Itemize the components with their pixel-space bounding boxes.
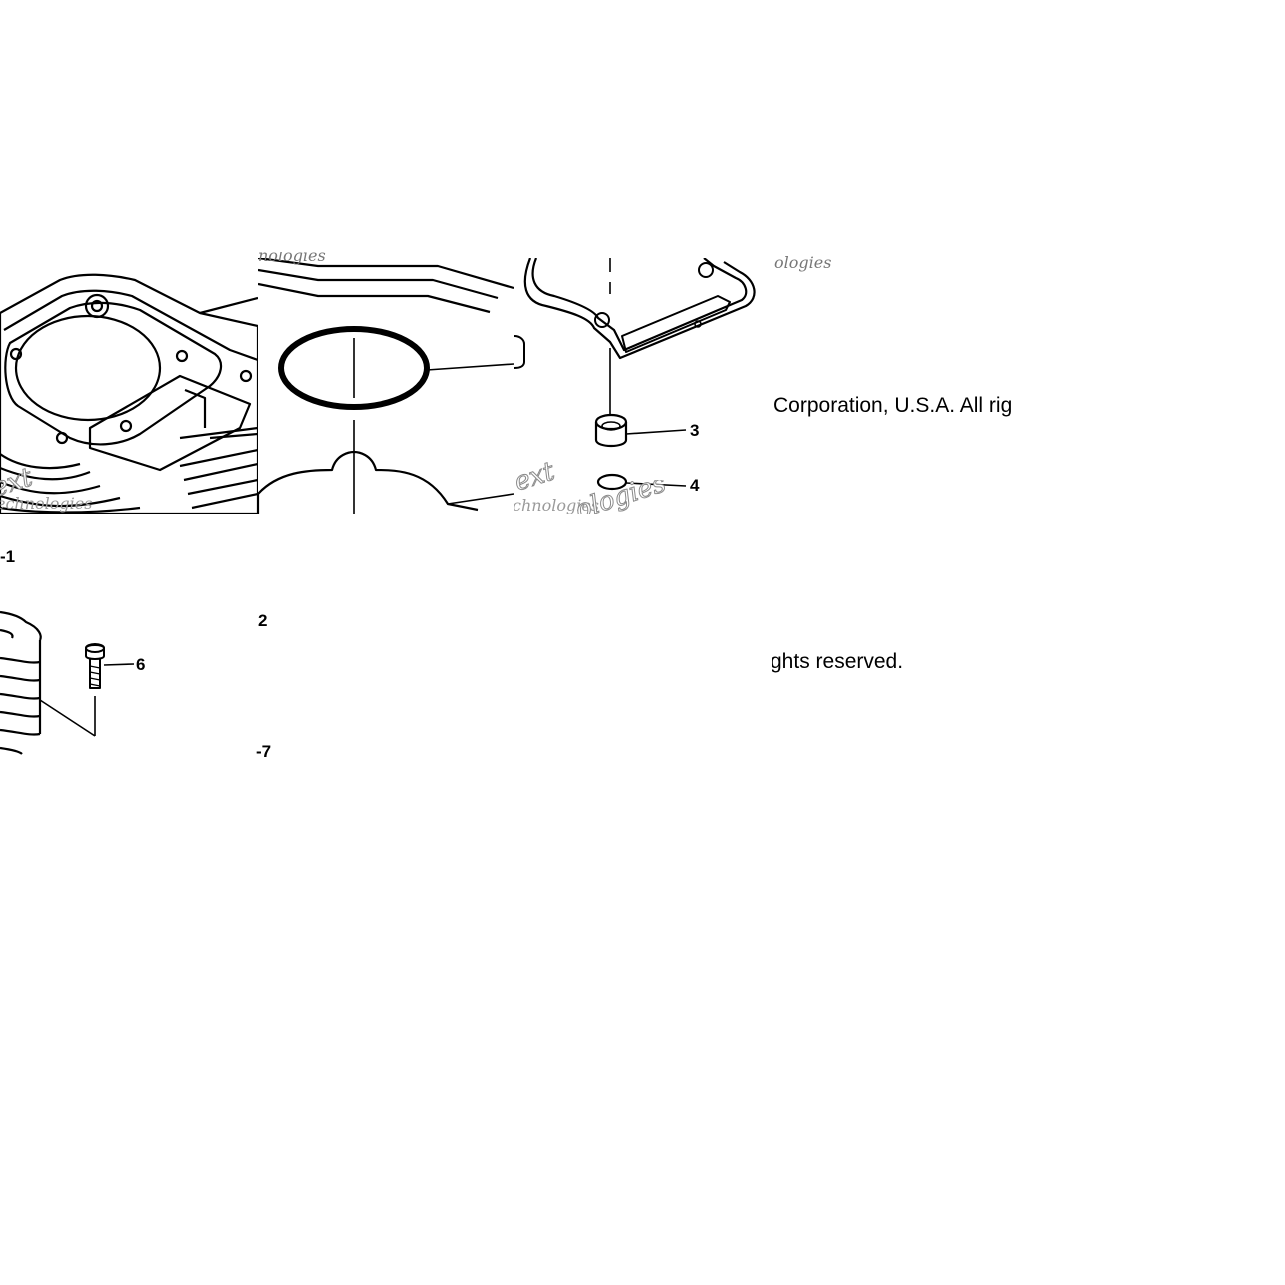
cylinder-drawing: [0, 273, 258, 514]
callout-7: -7: [256, 742, 272, 761]
callout-2: 2: [258, 611, 268, 630]
cylinder-tile: ext echnologies: [0, 258, 258, 514]
dowel-drawing: [514, 258, 756, 491]
watermark-text: ologies: [774, 253, 832, 272]
callout-4: 4: [690, 476, 700, 495]
callout-6: 6: [136, 655, 146, 674]
watermark-clip-2: nologies: [258, 252, 338, 266]
copyright-line-1: Corporation, U.S.A. All rig: [773, 394, 1013, 417]
watermark-clip: ologies: [770, 252, 890, 276]
copyright-line-2-clip: ghts reserved.: [772, 648, 972, 678]
watermark-text: echnologies: [0, 494, 93, 513]
oring-gasket-tile: [258, 258, 514, 514]
bolt-tile: [0, 600, 160, 760]
copyright-line-1-clip: Corporation, U.S.A. All rig: [770, 392, 1030, 422]
watermark-text: ext: [514, 456, 559, 498]
bolt-drawing: [0, 610, 135, 755]
watermark-text: chnologies: [514, 496, 599, 514]
dowel-tile: ext chnologies ologies: [514, 258, 770, 514]
callout-3: 3: [690, 421, 700, 440]
watermark-text: ologies: [574, 480, 670, 514]
copyright-line-2: ghts reserved.: [772, 650, 904, 673]
callout-1: -1: [0, 547, 16, 566]
oring-gasket-drawing: [258, 258, 514, 514]
watermark-text: nologies: [258, 252, 326, 265]
